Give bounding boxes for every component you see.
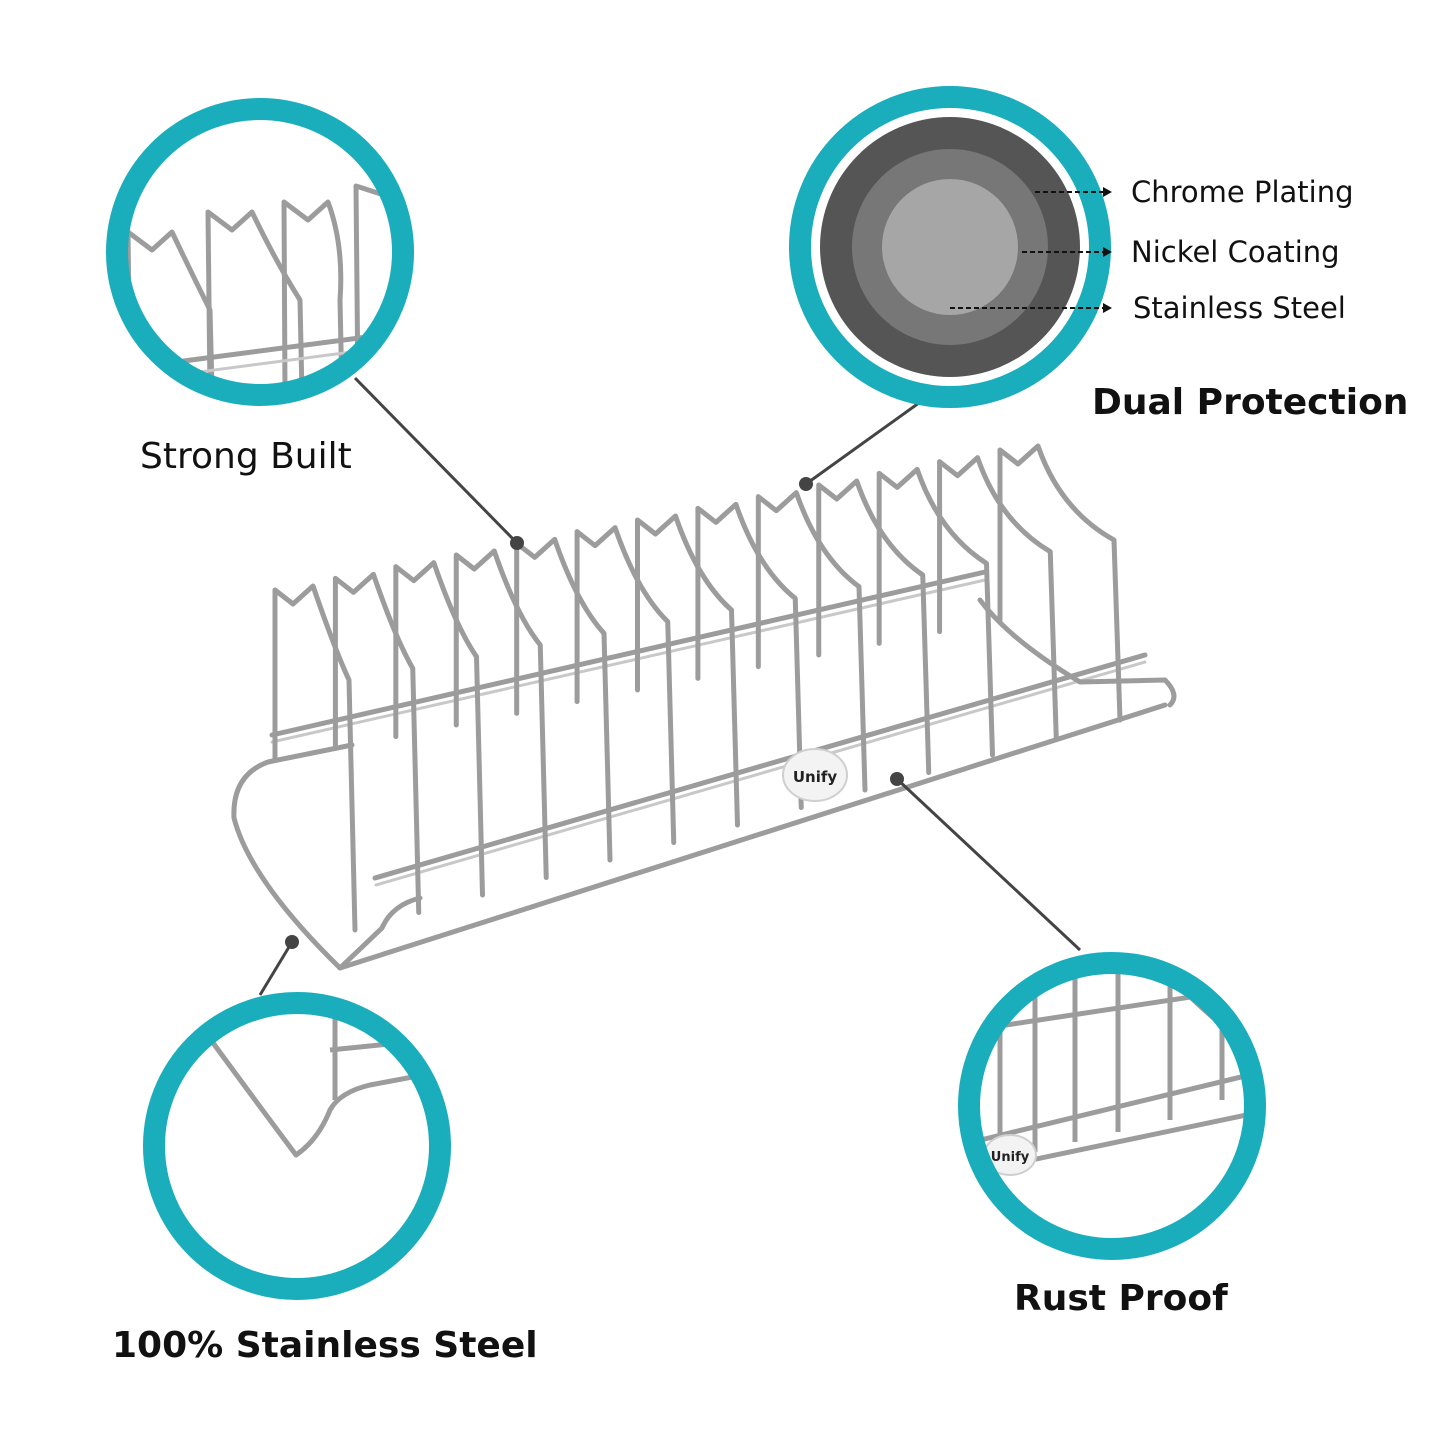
strong-built-magnifier <box>106 98 414 406</box>
layer-arrowheads <box>1103 187 1112 313</box>
rack-divider <box>755 490 868 793</box>
nickel-coating-label: Nickel Coating <box>1131 235 1340 269</box>
rust-proof-label: Rust Proof <box>1014 1278 1228 1319</box>
brand-badge: Unify <box>782 748 848 802</box>
rack-divider <box>393 560 485 898</box>
dual-protection-magnifier <box>789 86 1111 408</box>
dish-rack <box>231 443 1177 971</box>
rack-divider <box>514 536 613 863</box>
rust-proof-badge-text: Unify <box>991 1150 1030 1165</box>
chrome-plating-label: Chrome Plating <box>1131 175 1354 209</box>
stainless-steel-magnifier <box>143 992 451 1300</box>
steel-layer <box>882 179 1018 315</box>
rack-divider <box>695 501 804 810</box>
stainless-steel-layer-label: Stainless Steel <box>1133 291 1346 325</box>
rust-proof-magnifier: Unify <box>958 952 1266 1260</box>
brand-name: Unify <box>793 768 838 786</box>
rack-divider <box>332 571 422 915</box>
rack-divider <box>453 548 549 880</box>
callout-lines <box>258 376 1082 996</box>
rack-divider <box>272 583 358 933</box>
strong-built-label: Strong Built <box>140 436 352 477</box>
stainless-steel-label: 100% Stainless Steel <box>112 1325 538 1366</box>
dual-protection-label: Dual Protection <box>1092 382 1408 423</box>
callout-dots <box>285 477 904 949</box>
layer-arrows <box>950 191 1108 309</box>
rack-divider <box>574 525 677 845</box>
rack-divider <box>997 443 1123 723</box>
